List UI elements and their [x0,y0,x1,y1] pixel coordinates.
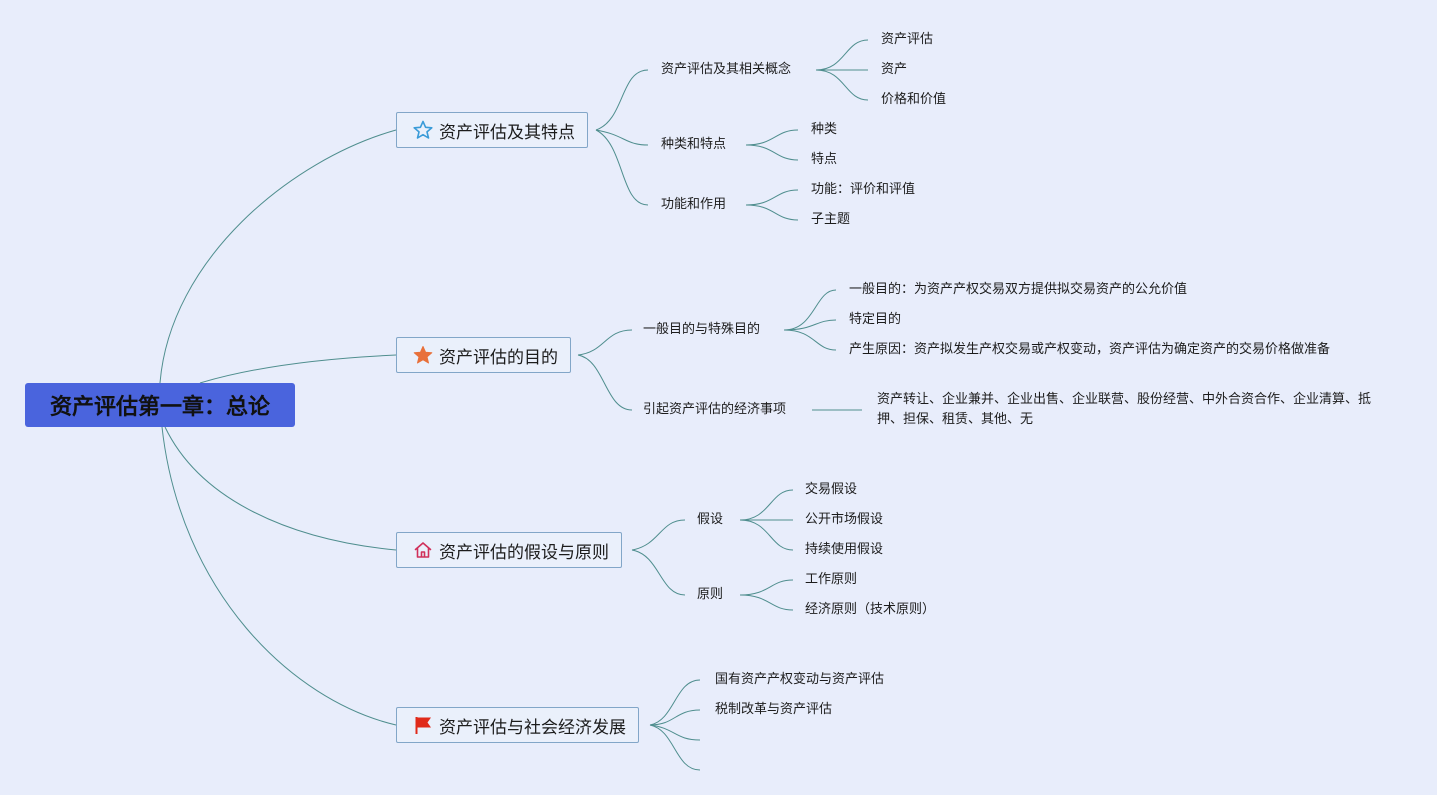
leaf-topic[interactable]: 工作原则 [805,572,858,587]
leaf-topic[interactable]: 资产转让、企业兼并、企业出售、企业联营、股份经营、中外合资合作、企业清算、抵押、… [877,392,1372,427]
connector-b3-c1 [631,519,686,551]
connector-root-b1 [159,129,397,384]
connector-root-b4 [161,426,397,726]
leaf-topic[interactable]: 价格和价值 [881,92,947,107]
subtopic-concepts[interactable]: 资产评估及其相关概念 [661,62,792,77]
flag-icon [413,715,433,735]
connector-b4-c2 [649,709,701,726]
leaf-topic[interactable]: 公开市场假设 [805,512,884,527]
connector-b1-c1 [595,69,649,131]
connector-b2-c1 [577,329,633,356]
main-topic-purpose[interactable]: 资产评估的目的 [396,337,571,373]
main-topic-features[interactable]: 资产评估及其特点 [396,112,588,148]
leaf-topic[interactable]: 资产评估 [881,32,934,47]
main-topic-development[interactable]: 资产评估与社会经济发展 [396,707,639,743]
subtopic-economic-events[interactable]: 引起资产评估的经济事项 [643,402,787,417]
leaf-topic[interactable]: 持续使用假设 [805,542,884,557]
subtopic-principles[interactable]: 原则 [697,587,724,602]
main-topic-label: 资产评估及其特点 [439,122,575,143]
connector-b2-c2 [577,354,633,411]
root-topic-label: 资产评估第一章：总论 [49,395,270,420]
connector-b4-c1 [649,679,701,726]
leaf-topic[interactable]: 特点 [811,152,838,167]
main-topic-label: 资产评估的假设与原则 [439,542,609,563]
main-topic-assumptions[interactable]: 资产评估的假设与原则 [396,532,622,568]
subtopic-general-purpose[interactable]: 一般目的与特殊目的 [643,322,761,337]
subtopic-types[interactable]: 种类和特点 [661,137,727,152]
connector-b1-c3 [595,129,649,206]
leaf-topic[interactable]: 种类 [811,122,838,137]
root-topic[interactable]: 资产评估第一章：总论 [25,383,295,427]
connector-root-b3 [164,426,397,551]
leaf-topic[interactable]: 功能：评价和评值 [811,182,916,197]
leaf-topic[interactable]: 资产 [881,62,908,77]
main-topic-label: 资产评估与社会经济发展 [439,717,626,738]
leaf-topic[interactable]: 交易假设 [805,482,858,497]
leaf-topic[interactable]: 一般目的：为资产产权交易双方提供拟交易资产的公允价值 [849,282,1188,297]
main-topic-label: 资产评估的目的 [439,347,558,368]
home-icon [413,540,433,560]
connector-b3-c2 [631,549,686,596]
subtopic-assumptions[interactable]: 假设 [697,512,724,527]
star-filled-icon [413,345,433,365]
connector-b4-c3 [649,724,701,741]
leaf-topic[interactable]: 经济原则（技术原则） [805,602,936,617]
leaf-topic[interactable]: 特定目的 [849,312,902,327]
subtopic-functions[interactable]: 功能和作用 [661,197,727,212]
connector-root-b2 [199,354,397,384]
star-outline-icon [413,120,433,140]
connector-b4-c4 [649,724,701,771]
connector-b1-c2 [595,129,649,146]
leaf-topic[interactable]: 产生原因：资产拟发生产权交易或产权变动，资产评估为确定资产的交易价格做准备 [849,342,1331,357]
subtopic-state-assets[interactable]: 国有资产产权变动与资产评估 [715,672,885,687]
subtopic-tax-reform[interactable]: 税制改革与资产评估 [715,702,833,717]
leaf-topic[interactable]: 子主题 [811,212,851,227]
